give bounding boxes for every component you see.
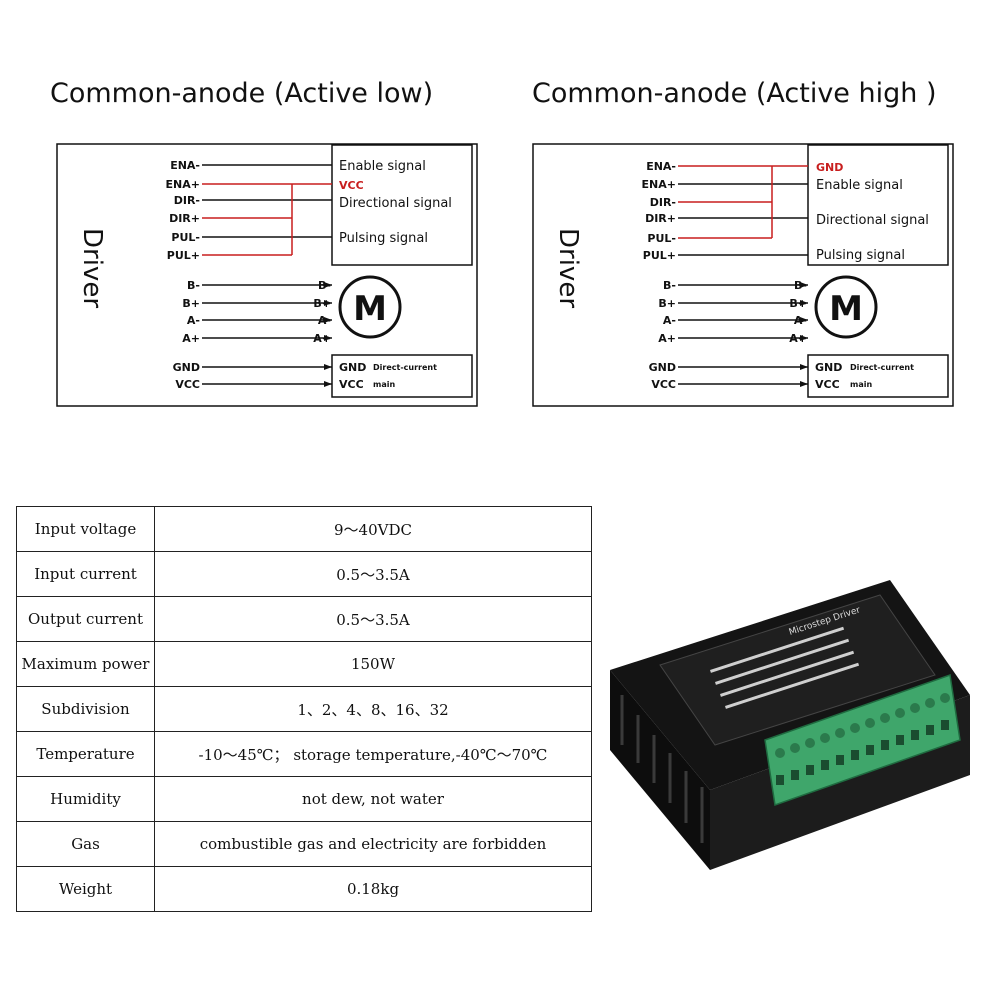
power-pin-label: VCC [339,378,364,391]
wiring-diagram-active-high: ENA- ENA+ DIR- DIR+ PUL- PUL+ B- B+ A- A… [532,143,954,407]
spec-label: Subdivision [16,686,155,732]
pin-label: PUL- [647,232,676,245]
gnd-label: GND [816,161,843,174]
diagram-title-active-high: Common-anode (Active high ) [532,78,937,109]
red-wiring [678,165,808,239]
driver-label: Driver [553,228,583,308]
label-print [710,626,860,709]
spec-label: Weight [16,866,155,912]
table-row: Weight 0.18kg [16,866,592,912]
motor-pin-label: B- [794,279,807,292]
pin-label: DIR+ [645,212,676,225]
pin-label: ENA+ [166,178,200,191]
power-label: main [850,380,872,389]
pin-label: ENA- [646,160,676,173]
motor-pin-label: A+ [313,332,331,345]
power-pin-label: GND [339,361,366,374]
spec-label: Temperature [16,731,155,777]
table-row: Subdivision 1、2、4、8、16、32 [16,686,592,732]
pin-label: A+ [182,332,200,345]
heatsink-fins [620,695,704,843]
table-row: Gas combustible gas and electricity are … [16,821,592,867]
spec-value: combustible gas and electricity are forb… [154,821,592,867]
power-box [331,354,473,398]
power-label: Direct-current [850,363,914,372]
signal-label: Enable signal [339,159,426,174]
motor-pin-label: B+ [313,297,331,310]
motor-pin-label: A- [318,314,331,327]
spec-value: 1、2、4、8、16、32 [154,686,592,732]
pin-label: B+ [658,297,676,310]
spec-value: 0.5～3.5A [154,551,592,597]
pin-label: PUL- [171,231,200,244]
power-pin-label: VCC [815,378,840,391]
pin-label: A- [187,314,200,327]
spec-value: not dew, not water [154,776,592,822]
pin-label: ENA+ [642,178,676,191]
pin-label: PUL+ [167,249,200,262]
table-row: Input voltage 9～40VDC [16,506,592,552]
diagram-title-active-low: Common-anode (Active low) [50,78,434,109]
spec-table: Input voltage 9～40VDC Input current 0.5～… [16,506,592,912]
power-label: main [373,380,395,389]
signal-box [807,144,949,266]
motor-pin-label: B+ [789,297,807,310]
signal-label: Pulsing signal [816,248,905,263]
motor-pin-label: A+ [789,332,807,345]
pin-label: VCC [651,378,676,391]
signal-label: Pulsing signal [339,231,428,246]
spec-value: 0.5～3.5A [154,596,592,642]
pin-label: GND [649,361,676,374]
pin-label: B- [663,279,676,292]
pin-label: DIR- [174,194,200,207]
pin-label: DIR+ [169,212,200,225]
motor-symbol: M [353,289,387,329]
table-row: Input current 0.5～3.5A [16,551,592,597]
terminal-screws [775,693,950,758]
spec-label: Input voltage [16,506,155,552]
spec-value: 0.18kg [154,866,592,912]
table-row: Temperature -10～45℃； storage temperature… [16,731,592,777]
spec-label: Maximum power [16,641,155,687]
pin-label: GND [173,361,200,374]
signal-label: Directional signal [339,196,452,211]
red-wiring [202,183,332,256]
power-label: Direct-current [373,363,437,372]
spec-value: -10～45℃； storage temperature,-40℃～70℃ [154,731,592,777]
motor-pin-label: A- [794,314,807,327]
wiring-diagram-active-low: ENA- ENA+ DIR- DIR+ PUL- PUL+ B- B+ A- A… [56,143,478,407]
driver-label: Driver [77,228,107,308]
signal-box [331,144,473,266]
diagram-frame [532,143,954,407]
pin-label: B+ [182,297,200,310]
spec-label: Gas [16,821,155,867]
pin-label: A- [663,314,676,327]
table-row: Maximum power 150W [16,641,592,687]
diagram-frame [56,143,478,407]
signal-label: Enable signal [816,178,903,193]
spec-label: Humidity [16,776,155,822]
pin-label: PUL+ [643,249,676,262]
spec-value: 9～40VDC [154,506,592,552]
motor-pin-label: B- [318,279,331,292]
terminal-openings [776,720,949,785]
vcc-label: VCC [339,179,364,192]
power-box [807,354,949,398]
motor-circle [814,275,878,339]
pin-label: VCC [175,378,200,391]
spec-label: Input current [16,551,155,597]
spec-label: Output current [16,596,155,642]
signal-label: Directional signal [816,213,929,228]
stepper-driver-photo: Microstep Driver [610,580,970,870]
pin-label: DIR- [650,196,676,209]
motor-symbol: M [829,289,863,329]
table-row: Humidity not dew, not water [16,776,592,822]
power-pin-label: GND [815,361,842,374]
table-row: Output current 0.5～3.5A [16,596,592,642]
spec-value: 150W [154,641,592,687]
pin-label: ENA- [170,159,200,172]
pin-label: B- [187,279,200,292]
pin-label: A+ [658,332,676,345]
motor-circle [338,275,402,339]
